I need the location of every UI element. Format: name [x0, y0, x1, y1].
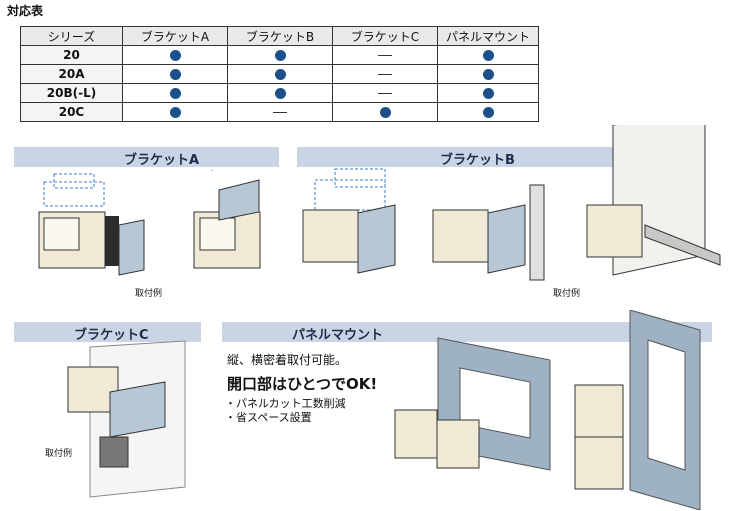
panel-mount-bullet-2: ・省スペース設置: [225, 411, 312, 424]
bracket-b-band: ブラケットB: [297, 147, 615, 168]
supported-dot-icon: [169, 50, 181, 61]
bracket-b-caption: 取付例: [553, 289, 581, 299]
supported-dot-icon: [482, 88, 494, 99]
panel-mount-description: 縦、横密着取付可能。: [227, 353, 348, 367]
compat-cell: [437, 83, 539, 103]
table-row: 20: [20, 45, 539, 65]
panel-mount-band: パネルマウント: [222, 322, 712, 343]
series-cell: 20: [20, 45, 123, 65]
compat-cell: [437, 45, 539, 65]
compat-cell: [122, 64, 228, 84]
supported-dot-icon: [274, 50, 286, 61]
header-bracket-b: ブラケットB: [227, 26, 333, 46]
series-cell: 20A: [20, 64, 123, 84]
panel-mount-bullet-1: ・パネルカット工数削減: [225, 397, 346, 410]
header-series: シリーズ: [20, 26, 123, 46]
supported-dot-icon: [482, 69, 494, 80]
bracket-b-illustration: [302, 125, 721, 281]
not-supported-dash-icon: [273, 112, 287, 113]
table-header-row: シリーズ ブラケットA ブラケットB ブラケットC パネルマウント: [20, 26, 539, 46]
series-cell: 20C: [20, 102, 123, 122]
series-cell: 20B(-L): [20, 83, 123, 103]
panel-mount-title: パネルマウント: [292, 328, 384, 343]
bracket-a-title: ブラケットA: [124, 153, 200, 168]
table-title: 対応表: [7, 4, 44, 18]
not-supported-dash-icon: [378, 93, 392, 94]
supported-dot-icon: [274, 88, 286, 99]
bracket-c-caption: 取付例: [45, 449, 73, 459]
table-row: 20B(-L): [20, 83, 539, 103]
compat-cell: [227, 64, 333, 84]
bracket-c-band: ブラケットC: [14, 322, 201, 343]
not-supported-dash-icon: [378, 74, 392, 75]
compat-cell: [122, 83, 228, 103]
bracket-b-title: ブラケットB: [440, 153, 515, 168]
supported-dot-icon: [482, 50, 494, 61]
compat-cell: [122, 45, 228, 65]
header-bracket-c: ブラケットC: [332, 26, 438, 46]
compat-cell: [332, 83, 438, 103]
bracket-a-band: ブラケットA: [14, 147, 279, 168]
compat-cell: [122, 102, 228, 122]
panel-mount-headline: 開口部はひとつでOK!: [227, 375, 378, 393]
supported-dot-icon: [274, 69, 286, 80]
table-row: 20C: [20, 102, 539, 122]
supported-dot-icon: [169, 69, 181, 80]
supported-dot-icon: [379, 107, 391, 118]
compat-cell: [332, 64, 438, 84]
compat-cell: [227, 45, 333, 65]
compat-cell: [227, 83, 333, 103]
supported-dot-icon: [169, 107, 181, 118]
compat-cell: [332, 45, 438, 65]
bracket-a-illustration: [38, 170, 261, 276]
header-bracket-a: ブラケットA: [122, 26, 228, 46]
supported-dot-icon: [169, 88, 181, 99]
compat-cell: [332, 102, 438, 122]
bracket-a-caption: 取付例: [135, 289, 163, 299]
compat-cell: [227, 102, 333, 122]
bracket-c-illustration: [67, 340, 186, 498]
panel-mount-illustration: [394, 310, 701, 510]
bracket-c-title: ブラケットC: [74, 328, 149, 343]
compat-cell: [437, 64, 539, 84]
compat-cell: [437, 102, 539, 122]
not-supported-dash-icon: [378, 55, 392, 56]
header-panel-mount: パネルマウント: [437, 26, 539, 46]
supported-dot-icon: [482, 107, 494, 118]
table-row: 20A: [20, 64, 539, 84]
